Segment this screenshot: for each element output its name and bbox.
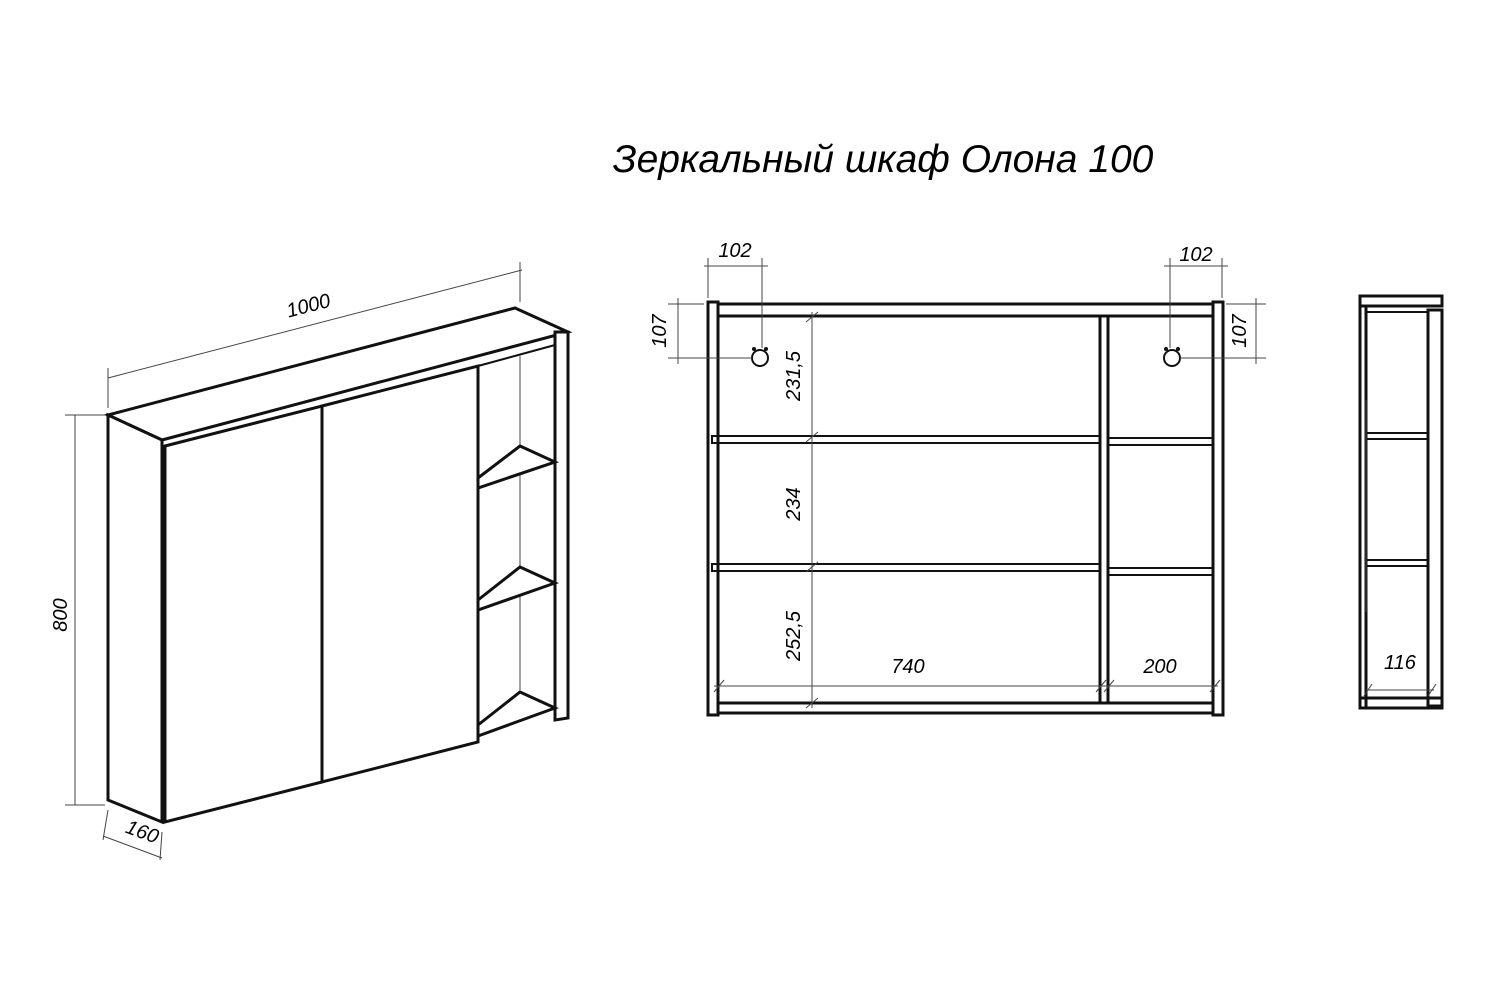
dim-inner-depth: 116 xyxy=(1384,652,1417,674)
iso-shelf-lower xyxy=(476,565,560,613)
iso-mirror-door-left xyxy=(163,404,324,824)
dim-section-main: 740 xyxy=(891,656,924,678)
front-bottom-board xyxy=(716,701,1215,715)
dim-height: 800 xyxy=(50,598,72,631)
front-shelf-main-lower xyxy=(711,563,1101,572)
side-top-board xyxy=(1358,294,1444,308)
dim-hole-left-y: 107 xyxy=(649,313,671,347)
dim-hole-left-x: 102 xyxy=(718,240,751,262)
side-view: 116 xyxy=(1358,294,1444,710)
side-shelf-lower xyxy=(1365,559,1429,567)
iso-left-side-panel xyxy=(106,412,164,825)
dim-section-side: 200 xyxy=(1142,656,1176,678)
front-left-side xyxy=(706,300,720,717)
dim-hole-right-y: 107 xyxy=(1229,313,1251,347)
hanging-hole-right-icon xyxy=(1163,347,1181,367)
iso-right-side-panel xyxy=(553,330,570,722)
hanging-hole-left-icon xyxy=(751,347,769,367)
iso-mirror-door-right xyxy=(320,364,480,784)
front-divider xyxy=(1098,314,1110,705)
iso-shelf-upper xyxy=(476,444,560,491)
drawing-title: Зеркальный шкаф Олона 100 xyxy=(613,138,1154,181)
side-bottom-board xyxy=(1358,696,1444,710)
front-shelf-side-upper xyxy=(1107,437,1214,446)
side-shelf-upper xyxy=(1365,432,1429,440)
front-shelf-side-lower xyxy=(1107,567,1214,576)
front-top-board xyxy=(716,302,1215,318)
side-door xyxy=(1426,308,1444,708)
dim-shelf-middle: 234 xyxy=(783,487,805,521)
side-back-wall xyxy=(1358,304,1368,710)
front-right-side xyxy=(1211,300,1225,717)
front-shelf-main-upper xyxy=(711,435,1101,444)
dim-hole-right-x: 102 xyxy=(1179,244,1212,266)
isometric-view: 1000 800 160 xyxy=(50,262,573,861)
front-view: 102 102 107 107 231,5 234 252,5 740 200 xyxy=(649,240,1266,717)
dim-shelf-bottom: 252,5 xyxy=(783,610,805,662)
dim-width: 1000 xyxy=(284,290,333,323)
dim-depth: 160 xyxy=(123,816,162,848)
dim-shelf-top: 231,5 xyxy=(783,350,805,402)
iso-shelf-bottom xyxy=(476,690,559,739)
